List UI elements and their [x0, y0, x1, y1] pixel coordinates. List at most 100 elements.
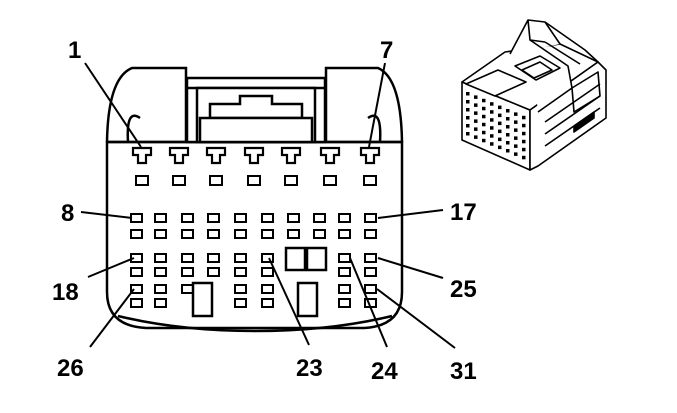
cavity — [338, 298, 351, 308]
iso-pin-hole — [490, 134, 494, 138]
cavity — [261, 229, 274, 239]
shroud-left — [105, 66, 188, 143]
pin-label-25: 25 — [450, 276, 477, 303]
iso-pin-hole — [466, 108, 470, 112]
cavity — [338, 213, 351, 223]
cavity — [234, 229, 247, 239]
iso-pin-hole — [482, 114, 486, 119]
cavity — [154, 229, 167, 239]
cavity — [313, 229, 326, 239]
leader-pin-8 — [80, 211, 133, 219]
iso-pin-hole — [514, 120, 518, 124]
terminal-t-7 — [359, 146, 381, 186]
iso-pin-hole — [482, 106, 486, 111]
leader-pin-1 — [84, 62, 142, 148]
iso-pin-hole — [474, 103, 478, 107]
locking-latch — [185, 76, 327, 144]
cavity — [247, 175, 261, 186]
pin-label-26: 26 — [57, 355, 84, 382]
cavity — [338, 267, 351, 277]
terminal-t-2 — [168, 146, 190, 186]
leader-pin-25 — [377, 257, 444, 279]
pin-label-7: 7 — [380, 37, 393, 64]
cavity — [261, 253, 274, 263]
cavity — [172, 175, 186, 186]
pin-label-18: 18 — [52, 279, 79, 306]
cavity — [130, 284, 143, 294]
iso-pin-hole — [466, 100, 470, 104]
leader-pin-18 — [87, 257, 135, 278]
cavity — [130, 213, 143, 223]
iso-pin-hole — [514, 112, 518, 116]
cavity — [181, 229, 194, 239]
cavity — [135, 175, 149, 186]
pin-label-1: 1 — [68, 37, 81, 64]
center-key-right — [305, 246, 328, 272]
iso-pin-hole — [514, 144, 518, 148]
iso-pin-hole — [482, 122, 486, 127]
iso-pin-hole — [474, 111, 478, 115]
iso-pin-hole — [506, 109, 510, 113]
terminal-t-5 — [280, 146, 302, 186]
pin-label-24: 24 — [371, 358, 398, 385]
cavity — [234, 284, 247, 294]
cavity — [364, 213, 377, 223]
cavity — [313, 213, 326, 223]
cavity — [287, 213, 300, 223]
iso-pin-hole — [498, 105, 502, 110]
cavity — [181, 213, 194, 223]
cavity — [181, 284, 194, 294]
iso-pin-hole — [498, 129, 502, 134]
cavity — [284, 175, 298, 186]
iso-pin-hole — [490, 110, 494, 114]
leader-pin-26 — [89, 288, 135, 348]
cavity — [261, 298, 274, 308]
cavity — [234, 298, 247, 308]
callout-leader-lines — [80, 62, 456, 349]
cavity — [287, 229, 300, 239]
cavity — [364, 284, 377, 294]
cavity — [261, 267, 274, 277]
cavity — [261, 284, 274, 294]
iso-pin-hole — [474, 95, 478, 99]
cavity — [338, 284, 351, 294]
lower-key-left — [191, 281, 214, 318]
terminal-t-3 — [205, 146, 227, 186]
cavity — [181, 253, 194, 263]
pin-label-8: 8 — [61, 200, 74, 227]
cavity — [207, 267, 220, 277]
cavity — [207, 253, 220, 263]
cavity — [207, 229, 220, 239]
cavity — [234, 267, 247, 277]
iso-pin-hole — [482, 138, 486, 143]
leader-pin-24 — [349, 257, 388, 348]
leader-pin-31 — [376, 288, 456, 349]
cavity — [364, 253, 377, 263]
cavity — [363, 175, 377, 186]
iso-pin-hole — [466, 124, 470, 128]
connector-body-outline — [105, 140, 404, 330]
cavity — [364, 267, 377, 277]
iso-pin-hole — [498, 145, 502, 150]
iso-pin-hole — [490, 126, 494, 130]
iso-pin-hole — [474, 119, 478, 123]
terminal-t-1 — [131, 146, 153, 186]
pin-label-23: 23 — [296, 355, 323, 382]
leader-pin-17 — [377, 209, 444, 219]
iso-pin-hole — [506, 149, 510, 153]
cavity — [364, 229, 377, 239]
cavity — [323, 175, 337, 186]
cavity — [154, 284, 167, 294]
cavity — [130, 298, 143, 308]
iso-pin-hole — [514, 128, 518, 132]
terminal-t-4 — [243, 146, 265, 186]
bottom-flange — [117, 314, 393, 333]
iso-pin-hole — [522, 123, 526, 128]
iso-pin-hole — [474, 127, 478, 131]
shroud-right-inner — [367, 114, 382, 143]
cavity — [154, 213, 167, 223]
pin-label-17: 17 — [450, 199, 477, 226]
terminal-t-6 — [319, 146, 341, 186]
cavity — [338, 229, 351, 239]
